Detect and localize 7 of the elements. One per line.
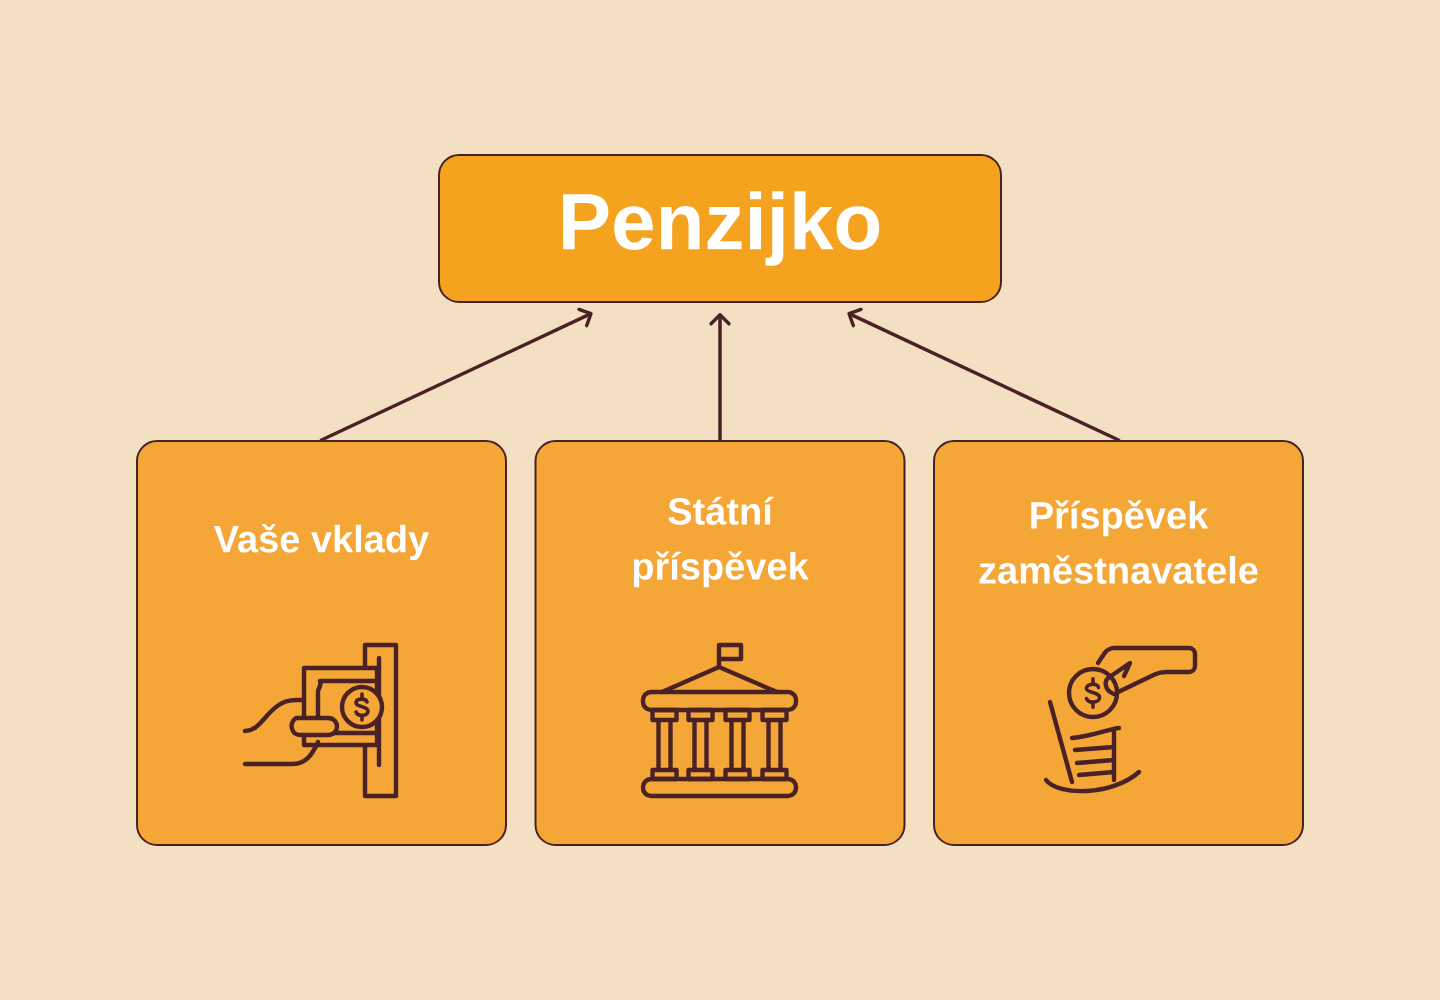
title-box: Penzijko: [438, 154, 1002, 303]
arrow: [319, 307, 593, 442]
card-box: Státní příspěvek: [534, 440, 906, 846]
card-box: Vaše vklady: [136, 440, 507, 846]
arrow: [709, 313, 731, 442]
card-box: Příspěvek zaměstnavatele: [933, 440, 1304, 846]
arrow: [847, 307, 1121, 442]
